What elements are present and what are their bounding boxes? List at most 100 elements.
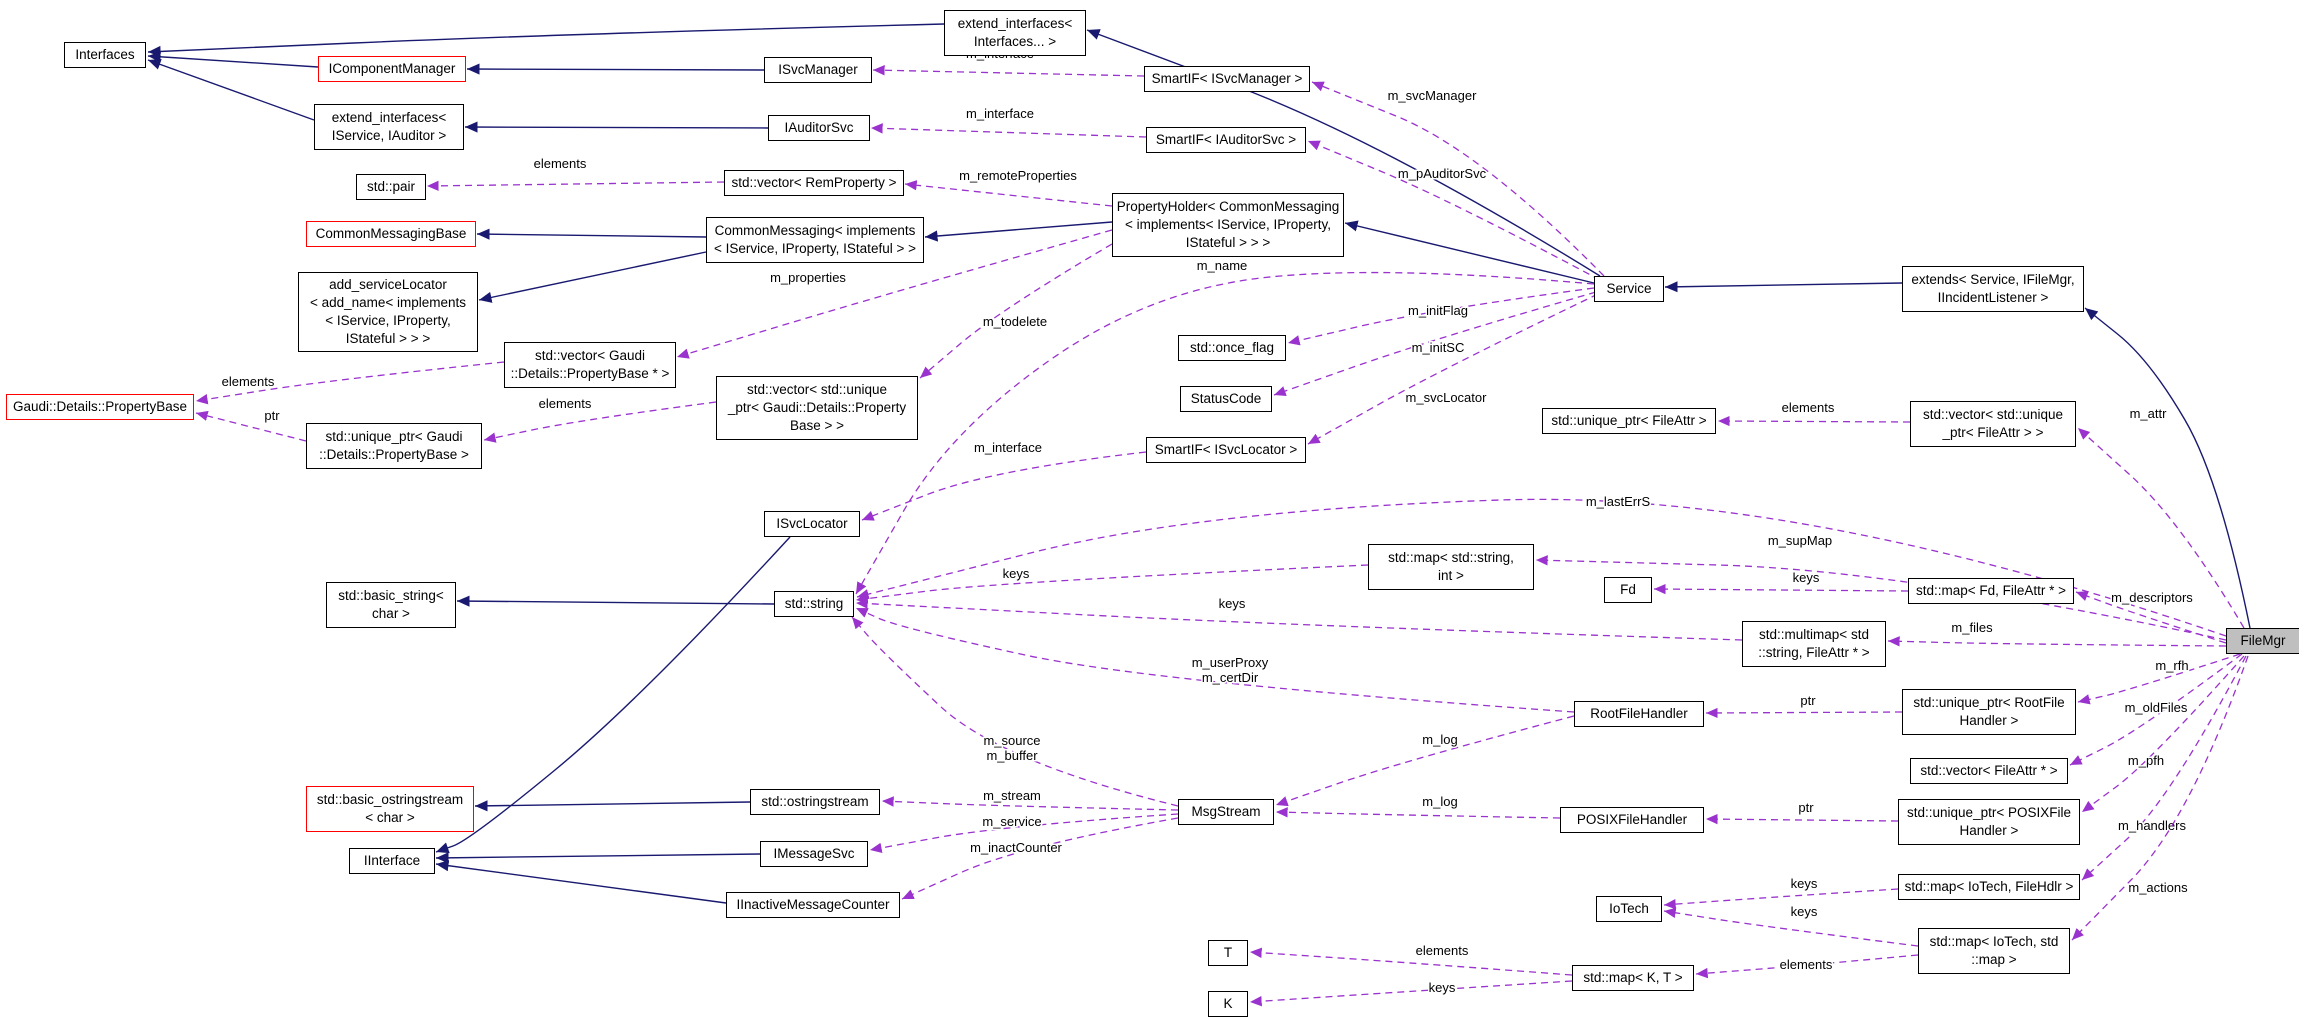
class-node-map-fd-fileattr[interactable]: std::map< Fd, FileAttr * > [1908, 578, 2074, 604]
class-node-label: std::unique_ptr< POSIXFile [1907, 805, 2071, 821]
class-node-std-pair[interactable]: std::pair [356, 174, 426, 200]
edge-propertyholder-to-vector-uptr-gaudi-pb [919, 243, 1113, 379]
class-node-fd[interactable]: Fd [1604, 577, 1652, 603]
class-node-label: std::once_flag [1189, 340, 1275, 356]
class-node-label: IInactiveMessageCounter [736, 897, 890, 913]
class-node-iinterface[interactable]: IInterface [349, 848, 435, 874]
class-node-label: < IService, IProperty, IStateful > > [714, 241, 916, 256]
class-node-vector-gaudi-pb-ptr[interactable]: std::vector< Gaudi::Details::PropertyBas… [504, 342, 676, 388]
edge-label-propertyholder-to-vector-uptr-gaudi-pb: m_todelete [983, 314, 1047, 329]
class-node-msgstream[interactable]: MsgStream [1178, 799, 1274, 825]
class-node-label: K [1223, 996, 1233, 1012]
class-node-std-basic-ostringstream[interactable]: std::basic_ostringstream< char > [306, 786, 474, 832]
class-node-iauditorsvc[interactable]: IAuditorSvc [768, 115, 870, 141]
class-node-imessagesvc[interactable]: IMessageSvc [760, 841, 868, 867]
class-node-interfaces[interactable]: Interfaces [64, 42, 146, 68]
class-node-label: Gaudi::Details::PropertyBase [12, 399, 188, 415]
class-node-label: PropertyHolder< CommonMessaging [1116, 199, 1340, 215]
class-node-gaudi-propertybase[interactable]: Gaudi::Details::PropertyBase [6, 394, 194, 420]
class-node-label: _ptr< FileAttr > > [1942, 425, 2044, 440]
class-node-label: IAuditorSvc [784, 120, 854, 136]
class-node-k[interactable]: K [1208, 991, 1248, 1017]
class-node-service[interactable]: Service [1594, 276, 1664, 302]
edge-label-filemgr-to-uptr-posixfilehandler: m_pfh [2128, 753, 2164, 768]
edge-uptr-posixfilehandler-to-posixfilehandler [1705, 813, 1899, 825]
class-node-t[interactable]: T [1208, 940, 1248, 966]
class-node-label: extends< Service, IFileMgr, [1911, 272, 2075, 288]
class-node-label: T [1223, 945, 1233, 961]
class-node-isvcmanager[interactable]: ISvcManager [764, 57, 872, 83]
class-node-iotech[interactable]: IoTech [1596, 896, 1662, 922]
class-node-label: IComponentManager [328, 61, 456, 77]
class-node-rootfilehandler[interactable]: RootFileHandler [1574, 701, 1704, 727]
class-node-label: ::Details::PropertyBase * > [510, 366, 670, 381]
class-node-label: CommonMessaging< implements [714, 223, 916, 239]
class-node-std-once-flag[interactable]: std::once_flag [1178, 335, 1286, 361]
class-node-propertyholder[interactable]: PropertyHolder< CommonMessaging < impleme… [1112, 193, 1344, 257]
class-node-map-iotech-filehdlr[interactable]: std::map< IoTech, FileHdlr > [1898, 874, 2080, 900]
class-node-label: ::map > [1971, 952, 2017, 967]
edge-label-posixfilehandler-to-msgstream: m_log [1422, 794, 1457, 809]
class-node-extends-service[interactable]: extends< Service, IFileMgr,IIncidentList… [1902, 266, 2084, 312]
class-node-label: std::unique_ptr< FileAttr > [1551, 413, 1707, 429]
class-node-smartif-iauditorsvc[interactable]: SmartIF< IAuditorSvc > [1146, 127, 1306, 153]
class-node-label: std::map< std::string, [1388, 550, 1514, 566]
class-node-label: SmartIF< IAuditorSvc > [1155, 132, 1297, 148]
edge-label-multimap-string-fileattr-to-std-string: keys [1219, 596, 1246, 611]
class-node-vector-uptr-gaudi-pb[interactable]: std::vector< std::unique_ptr< Gaudi::Det… [716, 376, 918, 440]
class-node-vector-fileattr-ptr[interactable]: std::vector< FileAttr * > [1910, 758, 2068, 784]
class-node-std-string[interactable]: std::string [774, 591, 854, 617]
edge-rootfilehandler-to-msgstream [1275, 715, 1575, 807]
edge-msgstream-to-std-string [851, 616, 1179, 807]
class-node-commonmessagingbase[interactable]: CommonMessagingBase [306, 221, 476, 247]
class-node-isvclocator[interactable]: ISvcLocator [764, 511, 860, 537]
class-node-std-ostringstream[interactable]: std::ostringstream [750, 789, 880, 815]
class-node-map-iotech-map[interactable]: std::map< IoTech, std::map > [1918, 928, 2070, 974]
edge-commonmessaging-to-commonmessagingbase [476, 228, 707, 240]
edge-service-to-smartif-isvclocator [1307, 293, 1599, 445]
edge-label-uptr-gaudi-pb-to-gaudi-propertybase: ptr [264, 408, 280, 423]
class-node-map-string-int[interactable]: std::map< std::string,int > [1368, 544, 1534, 590]
edge-msgstream-to-iinactivemessagecounter [901, 817, 1179, 900]
class-node-label: Service [1606, 281, 1652, 297]
class-node-label: IoTech [1609, 901, 1649, 917]
edge-service-to-std-once-flag [1287, 287, 1595, 346]
class-node-vector-remproperty[interactable]: std::vector< RemProperty > [724, 170, 904, 196]
class-node-icomponentmanager[interactable]: IComponentManager [318, 56, 466, 82]
class-node-label: std::vector< Gaudi [535, 348, 645, 364]
class-node-add-servicelocator[interactable]: add_serviceLocator< add_name< implements… [298, 272, 478, 352]
edge-label-smartif-isvclocator-to-isvclocator: m_interface [974, 440, 1042, 455]
edge-filemgr-to-uptr-rootfilehandler [2077, 653, 2241, 705]
edge-smartif-isvclocator-to-isvclocator [861, 451, 1147, 521]
class-node-vector-uptr-fileattr[interactable]: std::vector< std::unique_ptr< FileAttr >… [1910, 401, 2076, 447]
class-node-smartif-isvcmanager[interactable]: SmartIF< ISvcManager > [1144, 66, 1310, 92]
class-node-label: std::basic_ostringstream [316, 792, 464, 808]
edge-filemgr-to-std-string [856, 498, 2227, 637]
class-node-ei-iservice-iauditor[interactable]: extend_interfaces<IService, IAuditor > [314, 104, 464, 150]
class-node-multimap-string-fileattr[interactable]: std::multimap< std::string, FileAttr * > [1742, 621, 1886, 667]
class-node-posixfilehandler[interactable]: POSIXFileHandler [1560, 807, 1704, 833]
class-node-statuscode[interactable]: StatusCode [1180, 386, 1272, 412]
class-node-label: Handler > [1959, 713, 2019, 728]
class-node-uptr-gaudi-pb[interactable]: std::unique_ptr< Gaudi::Details::Propert… [306, 423, 482, 469]
class-node-std-basic-string[interactable]: std::basic_string<char > [326, 582, 456, 628]
edge-imessagesvc-to-iinterface [435, 852, 761, 864]
class-node-map-k-t[interactable]: std::map< K, T > [1572, 965, 1694, 991]
edge-label-filemgr-to-uptr-rootfilehandler: m_rfh [2155, 658, 2188, 673]
class-node-label: Fd [1620, 582, 1636, 598]
class-node-label: std::ostringstream [761, 794, 869, 810]
edge-service-to-propertyholder [1344, 220, 1595, 284]
edge-label-vector-uptr-fileattr-to-uptr-fileattr: elements [1782, 400, 1835, 415]
class-node-label: std::multimap< std [1759, 627, 1869, 643]
class-node-label: IInterface [363, 853, 421, 869]
class-node-iinactivemessagecounter[interactable]: IInactiveMessageCounter [726, 892, 900, 918]
class-node-commonmessaging[interactable]: CommonMessaging< implements < IService, I… [706, 217, 924, 263]
class-node-ei-interfaces[interactable]: extend_interfaces<Interfaces... > [944, 10, 1086, 56]
class-node-filemgr: FileMgr [2226, 628, 2299, 654]
class-node-smartif-isvclocator[interactable]: SmartIF< ISvcLocator > [1146, 437, 1306, 463]
class-node-label: < implements< IService, IProperty, [1124, 217, 1332, 233]
class-node-uptr-fileattr[interactable]: std::unique_ptr< FileAttr > [1542, 408, 1716, 434]
